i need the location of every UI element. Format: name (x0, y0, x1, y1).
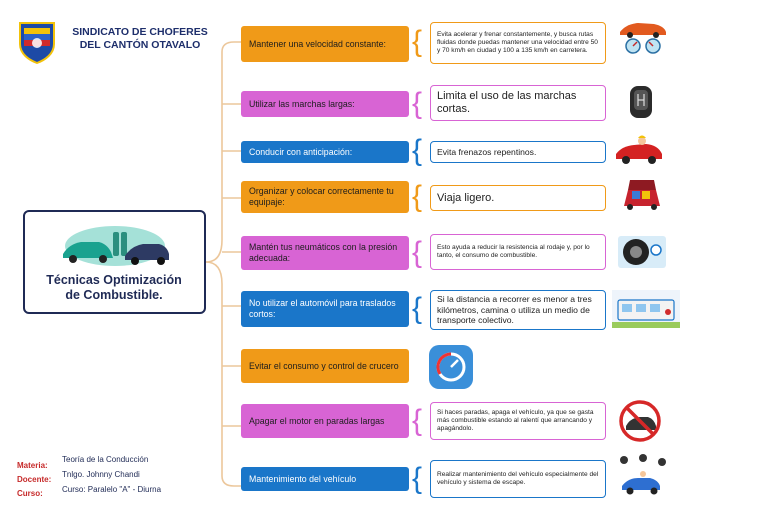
brace-blue: { (412, 134, 423, 167)
brace-blue: { (412, 462, 423, 495)
bus-stop-icon (612, 290, 680, 328)
detail-text: Viaja ligero. (437, 191, 495, 204)
detail-maintenance: Realizar mantenimiento del vehículo espe… (430, 460, 606, 498)
topic-label: Conducir con anticipación: (249, 146, 353, 157)
union-shield-logo (19, 22, 55, 64)
speed-car-gauges-icon (620, 23, 666, 54)
topic-luggage: Organizar y colocar correctamente tu equ… (241, 181, 409, 213)
central-title-line-1: Técnicas Optimización (46, 273, 182, 287)
brace-purple: { (412, 236, 423, 269)
brace-purple: { (412, 404, 423, 437)
car-trunk-luggage-icon (624, 180, 660, 210)
tire-pressure-icon (618, 236, 666, 268)
detail-tire-pressure: Esto ayuda a reducir la resistencia al r… (430, 234, 606, 270)
org-line-1: SINDICATO DE CHOFERES (72, 26, 208, 38)
topic-short-trips: No utilizar el automóvil para traslados … (241, 291, 409, 327)
docente-label: Docente: (17, 475, 52, 484)
central-title-line-2: de Combustible. (65, 288, 163, 302)
cruise-control-icon (429, 345, 473, 389)
detail-text: Esto ayuda a reducir la resistencia al r… (437, 243, 590, 259)
central-topic-title: Técnicas Optimización de Combustible. (34, 273, 194, 303)
car-driver-icon (616, 135, 662, 164)
topic-label: Mantener una velocidad constante: (249, 38, 386, 49)
detail-text: Limita el uso de las marchas cortas. (437, 90, 577, 115)
detail-long-gears: Limita el uso de las marchas cortas. (430, 85, 606, 121)
topic-maintenance: Mantenimiento del vehículo (241, 467, 409, 491)
topic-label: Mantén tus neumáticos con la presión ade… (249, 242, 398, 263)
materia-label: Materia: (17, 461, 48, 470)
topic-label: Apagar el motor en paradas largas (249, 415, 385, 426)
detail-engine-off: Si haces paradas, apaga el vehículo, ya … (430, 402, 606, 440)
detail-text: Evita frenazos repentinos. (437, 146, 537, 157)
topic-label: Organizar y colocar correctamente tu equ… (249, 186, 394, 207)
detail-anticipation: Evita frenazos repentinos. (430, 141, 606, 163)
brace-blue: { (412, 292, 423, 325)
brace-orange: { (412, 25, 423, 58)
mechanic-icon (620, 454, 666, 495)
topic-anticipation: Conducir con anticipación: (241, 141, 409, 163)
topic-constant-speed: Mantener una velocidad constante: (241, 26, 409, 62)
topic-label: Mantenimiento del vehículo (249, 473, 357, 484)
topic-label: No utilizar el automóvil para traslados … (249, 298, 396, 319)
org-line-2: DEL CANTÓN OTAVALO (79, 39, 201, 51)
topic-engine-off: Apagar el motor en paradas largas (241, 404, 409, 438)
curso-value: Curso: Paralelo "A" - Diurna (62, 485, 162, 494)
topic-long-gears: Utilizar las marchas largas: (241, 91, 409, 117)
topic-label: Evitar el consumo y control de crucero (249, 360, 399, 371)
gear-knob-icon (630, 86, 652, 118)
docente-value: Tnlgo. Johnny Chandi (62, 470, 140, 479)
mindmap-connector (205, 41, 244, 487)
detail-short-trips: Si la distancia a recorrer es menor a tr… (430, 290, 606, 330)
detail-text: Realizar mantenimiento del vehículo espe… (437, 470, 599, 486)
brace-orange: { (412, 180, 423, 213)
organization-name: SINDICATO DE CHOFERES DEL CANTÓN OTAVALO (60, 26, 220, 52)
no-idling-icon (619, 400, 661, 442)
topic-label: Utilizar las marchas largas: (249, 98, 355, 109)
brace-purple: { (412, 87, 423, 120)
detail-luggage: Viaja ligero. (430, 185, 606, 211)
detail-text: Si haces paradas, apaga el vehículo, ya … (437, 408, 594, 433)
materia-value: Teoría de la Conducción (62, 455, 149, 464)
curso-label: Curso: (17, 489, 43, 498)
topic-tire-pressure: Mantén tus neumáticos con la presión ade… (241, 236, 409, 270)
detail-constant-speed: Evita acelerar y frenar constantemente, … (430, 22, 606, 64)
detail-text: Evita acelerar y frenar constantemente, … (437, 30, 598, 55)
electric-cars-illustration (63, 226, 169, 266)
detail-text: Si la distancia a recorrer es menor a tr… (437, 294, 592, 326)
topic-cruise-control: Evitar el consumo y control de crucero (241, 349, 409, 383)
